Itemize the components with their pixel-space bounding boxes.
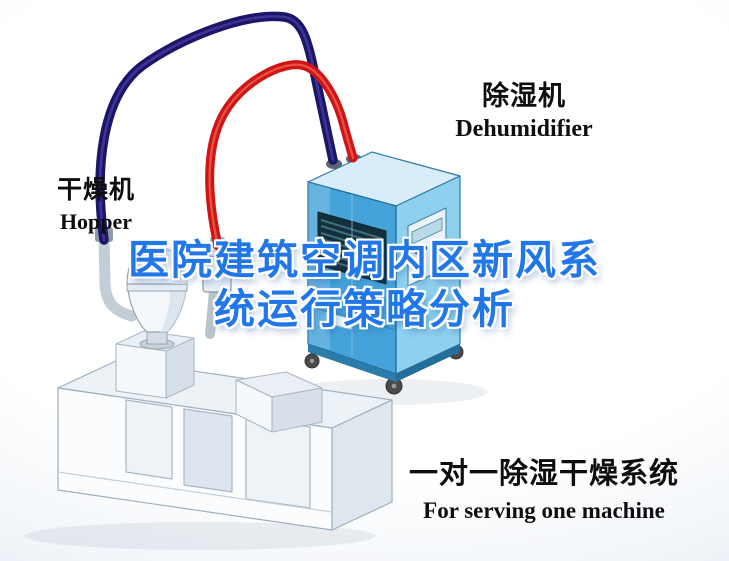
drying-hopper-illustration bbox=[126, 239, 188, 350]
control-panel bbox=[407, 207, 447, 287]
hoses bbox=[95, 11, 358, 251]
watermark-line1: 医院建筑空调内区新风系 bbox=[128, 237, 601, 283]
watermark-line2: 统运行策略分析 bbox=[214, 286, 515, 332]
dehumidifier-label: 除湿机 Dehumidifier bbox=[448, 74, 600, 143]
molding-machine-illustration bbox=[57, 330, 393, 531]
dehumidifier-label-en: Dehumidifier bbox=[455, 116, 593, 142]
hopper-label-cn: 干燥机 bbox=[56, 176, 135, 204]
dehumidifier-illustration bbox=[304, 151, 464, 395]
watermark-title: 医院建筑空调内区新风系 统运行策略分析 bbox=[0, 236, 729, 334]
brand-plate bbox=[325, 311, 353, 331]
system-label-cn: 一对一除湿干燥系统 bbox=[408, 458, 679, 490]
hopper-label-en: Hopper bbox=[59, 209, 133, 234]
hopper-label: 干燥机 Hopper bbox=[46, 170, 146, 235]
machine-top-unit bbox=[235, 371, 323, 433]
system-label-en: For serving one machine bbox=[423, 498, 665, 523]
system-label: 一对一除湿干燥系统 For serving one machine bbox=[398, 450, 690, 524]
dehumidifier-label-cn: 除湿机 bbox=[482, 81, 566, 111]
machine-access-panels bbox=[57, 399, 333, 513]
